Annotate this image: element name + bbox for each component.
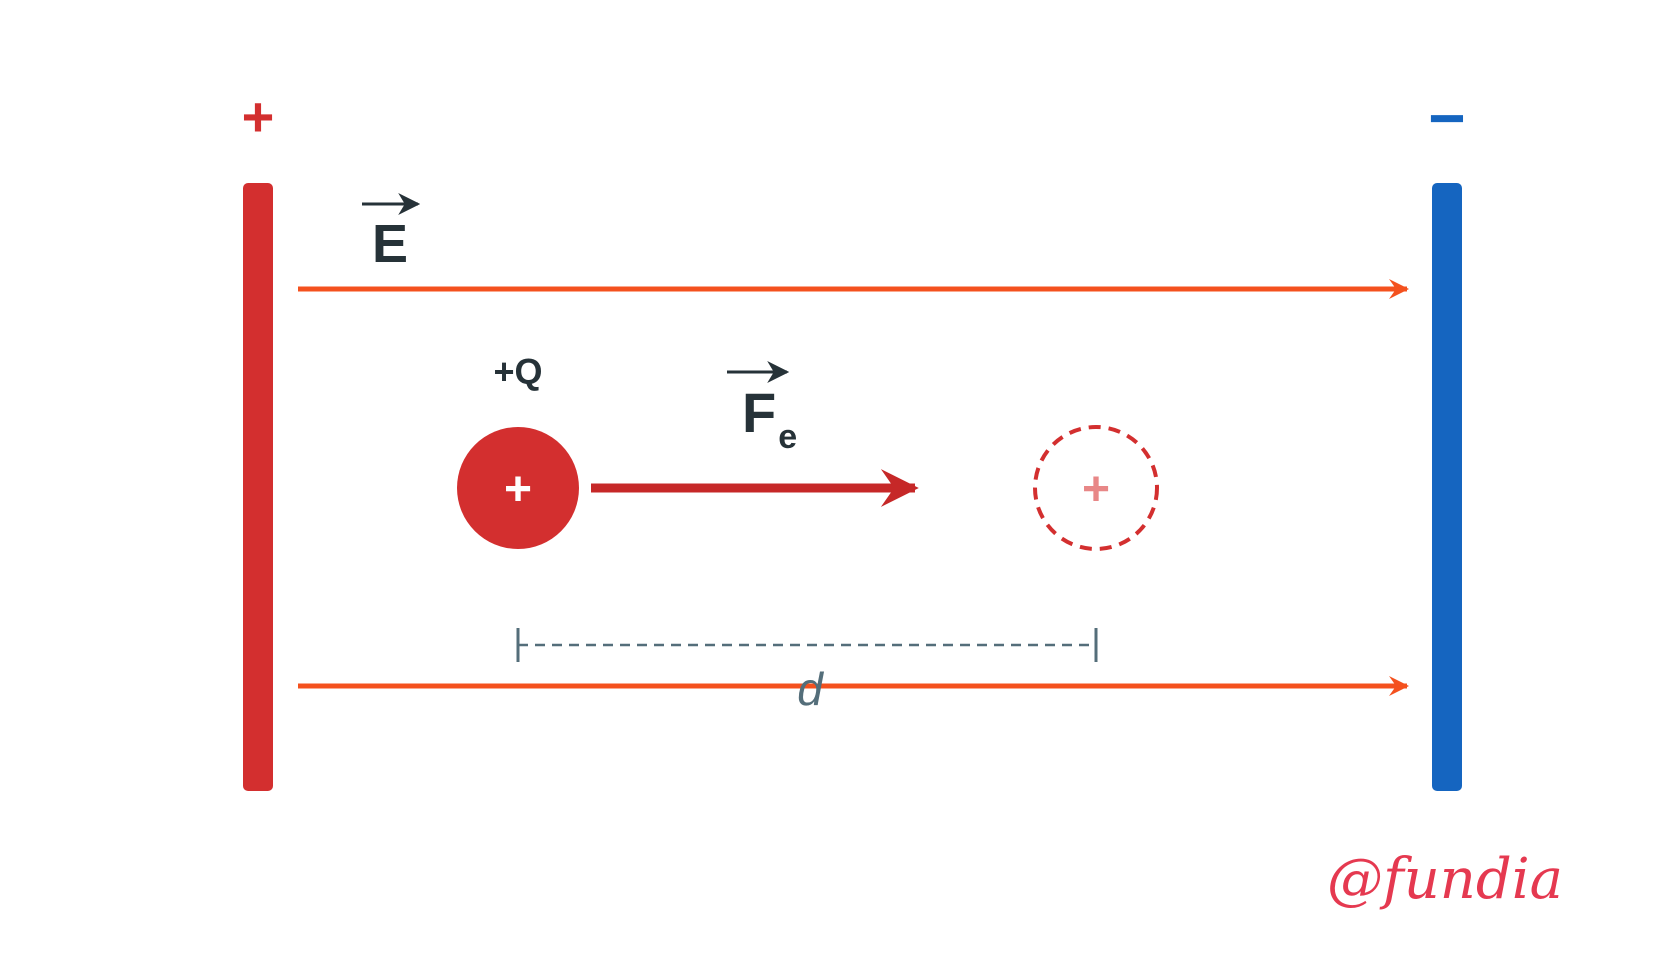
force-label-subscript: e — [778, 418, 797, 456]
negative-plate — [1432, 183, 1462, 791]
ghost-charge — [1033, 425, 1159, 551]
watermark: @fundia — [1327, 847, 1563, 912]
charge — [457, 427, 579, 549]
negative-plate-sign: − — [1428, 82, 1465, 154]
positive-plate — [243, 183, 273, 791]
field-label: E — [372, 214, 408, 274]
distance-label: d — [797, 663, 824, 715]
force-label: Fe — [742, 381, 797, 456]
charge-label: +Q — [493, 351, 542, 392]
force-label-main: F — [742, 381, 776, 444]
positive-plate-sign: + — [242, 85, 275, 148]
ghost-charge-symbol: + — [1082, 463, 1110, 516]
charge-symbol: + — [504, 463, 532, 516]
